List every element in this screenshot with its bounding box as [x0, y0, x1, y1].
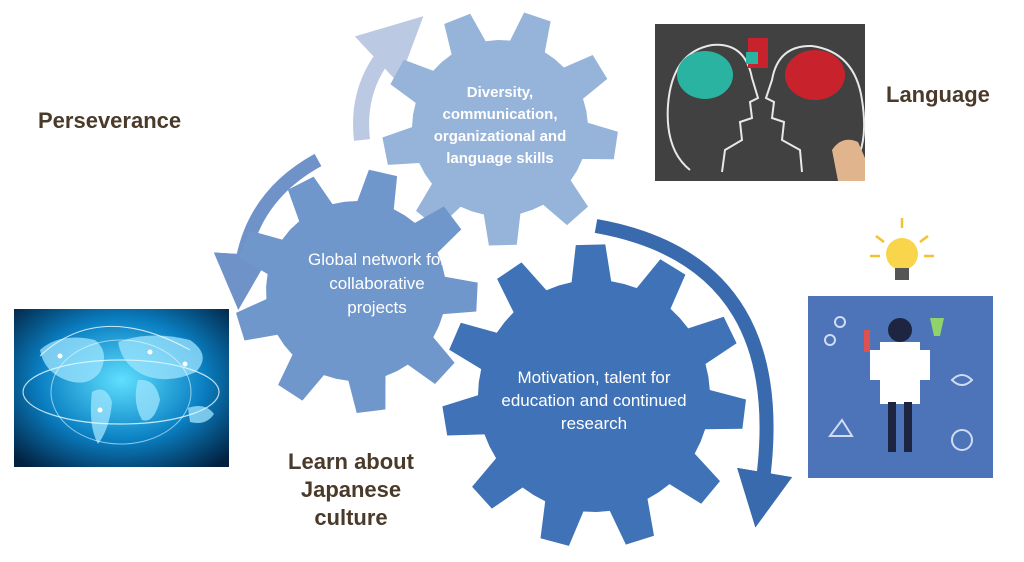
scientist-with-lightbulb-icon: [808, 218, 993, 478]
gear-right: [442, 244, 746, 546]
label-japanese-culture: Learn about Japanese culture: [288, 449, 414, 530]
gear-top: [382, 12, 618, 246]
gear-top-text: Diversity, communication, organizational…: [433, 84, 567, 167]
world-network-map-icon: [14, 309, 229, 467]
gear-left: [236, 169, 478, 413]
label-language: Language: [886, 82, 990, 107]
gear-left-text: Global network for collaborative project…: [308, 250, 446, 317]
label-perseverance: Perseverance: [38, 108, 182, 133]
cycle-arrow-left: [213, 153, 322, 310]
cycle-arrow-top: [353, 16, 424, 141]
gear-right-text: Motivation, talent for education and con…: [501, 368, 687, 433]
cycle-arrow-right: [594, 219, 793, 528]
brain-puzzle-heads-icon: [655, 24, 866, 181]
